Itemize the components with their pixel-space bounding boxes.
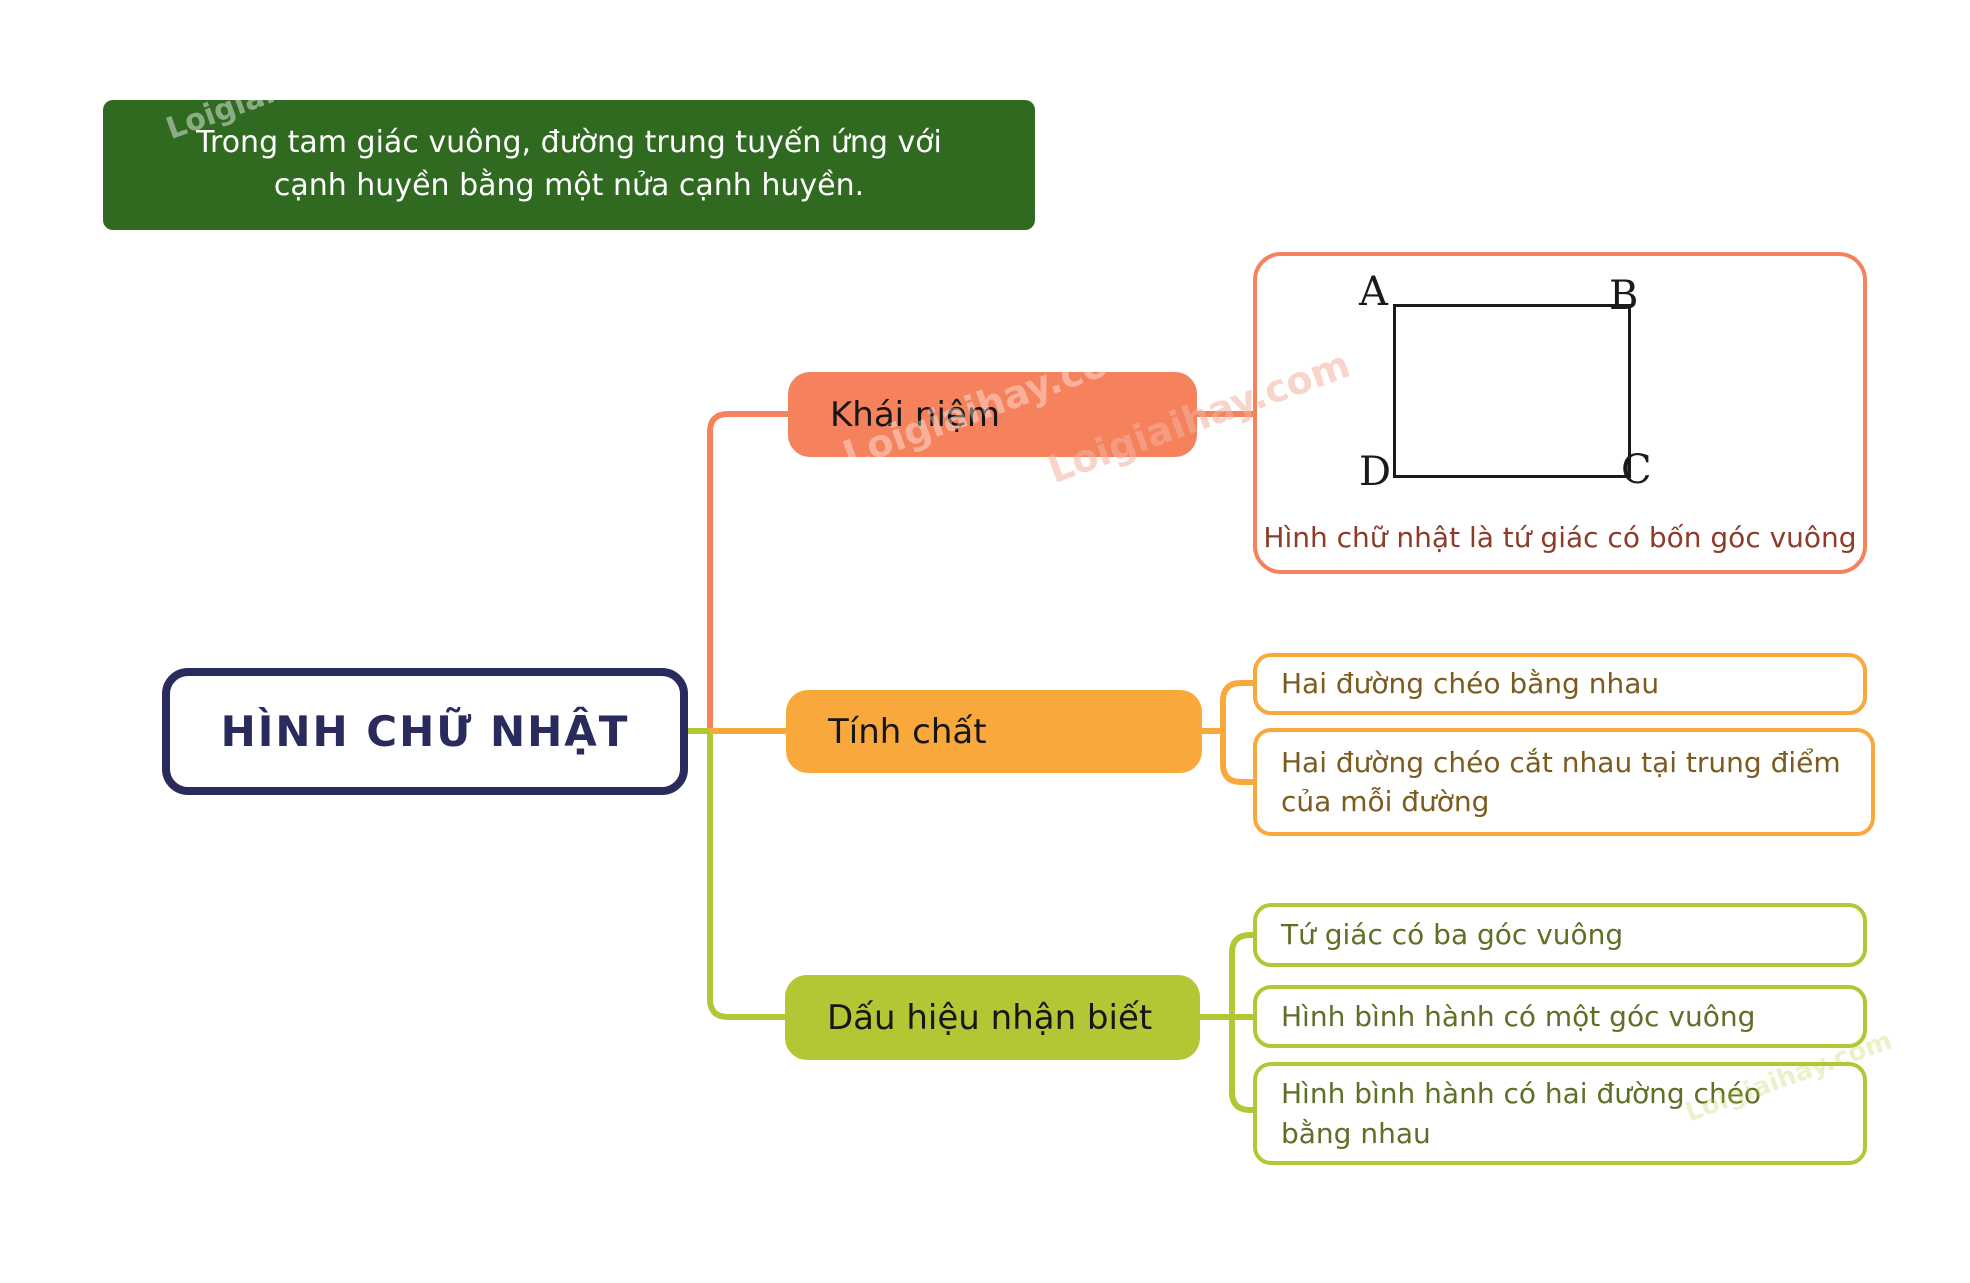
concept-definition-box: A B C D Hình chữ nhật là tứ giác có bốn … bbox=[1253, 252, 1867, 574]
leaf-dau-hieu-3-text: Hình bình hành có hai đường chéo bằng nh… bbox=[1281, 1077, 1762, 1150]
branch-khai-niem-label: Khái niệm bbox=[830, 394, 1000, 435]
root-node-label: HÌNH CHỮ NHẬT bbox=[220, 707, 630, 756]
leaf-dau-hieu-2-text: Hình bình hành có một góc vuông bbox=[1281, 999, 1756, 1033]
rectangle-figure bbox=[1393, 304, 1631, 478]
branch-tinh-chat-label: Tính chất bbox=[828, 711, 987, 752]
leaf-tinh-chat-1-text: Hai đường chéo bằng nhau bbox=[1281, 667, 1660, 701]
leaf-dau-hieu-2: Hình bình hành có một góc vuông bbox=[1253, 985, 1867, 1048]
leaf-dau-hieu-1: Tứ giác có ba góc vuông bbox=[1253, 903, 1867, 967]
theorem-note-text: Trong tam giác vuông, đường trung tuyến … bbox=[196, 125, 942, 203]
leaf-tinh-chat-1: Hai đường chéo bằng nhau bbox=[1253, 653, 1867, 715]
concept-caption: Hình chữ nhật là tứ giác có bốn góc vuôn… bbox=[1263, 521, 1857, 554]
branch-tinh-chat: Tính chất bbox=[786, 690, 1202, 773]
figure-label-a: A bbox=[1359, 269, 1388, 315]
figure-label-d: D bbox=[1359, 449, 1392, 495]
leaf-dau-hieu-3: Hình bình hành có hai đường chéo bằng nh… bbox=[1253, 1062, 1867, 1165]
theorem-note: Trong tam giác vuông, đường trung tuyến … bbox=[103, 100, 1035, 230]
root-node: HÌNH CHỮ NHẬT bbox=[162, 668, 688, 795]
leaf-tinh-chat-2-text: Hai đường chéo cắt nhau tại trung điểm c… bbox=[1281, 745, 1841, 818]
leaf-tinh-chat-2: Hai đường chéo cắt nhau tại trung điểm c… bbox=[1253, 728, 1875, 836]
branch-dau-hieu: Dấu hiệu nhận biết bbox=[785, 975, 1200, 1060]
leaf-dau-hieu-1-text: Tứ giác có ba góc vuông bbox=[1281, 918, 1624, 952]
figure-label-b: B bbox=[1609, 273, 1639, 319]
figure-label-c: C bbox=[1621, 447, 1652, 493]
branch-khai-niem: Khái niệm bbox=[788, 372, 1197, 457]
branch-dau-hieu-label: Dấu hiệu nhận biết bbox=[827, 997, 1153, 1038]
connector-khai-niem bbox=[707, 411, 1253, 731]
